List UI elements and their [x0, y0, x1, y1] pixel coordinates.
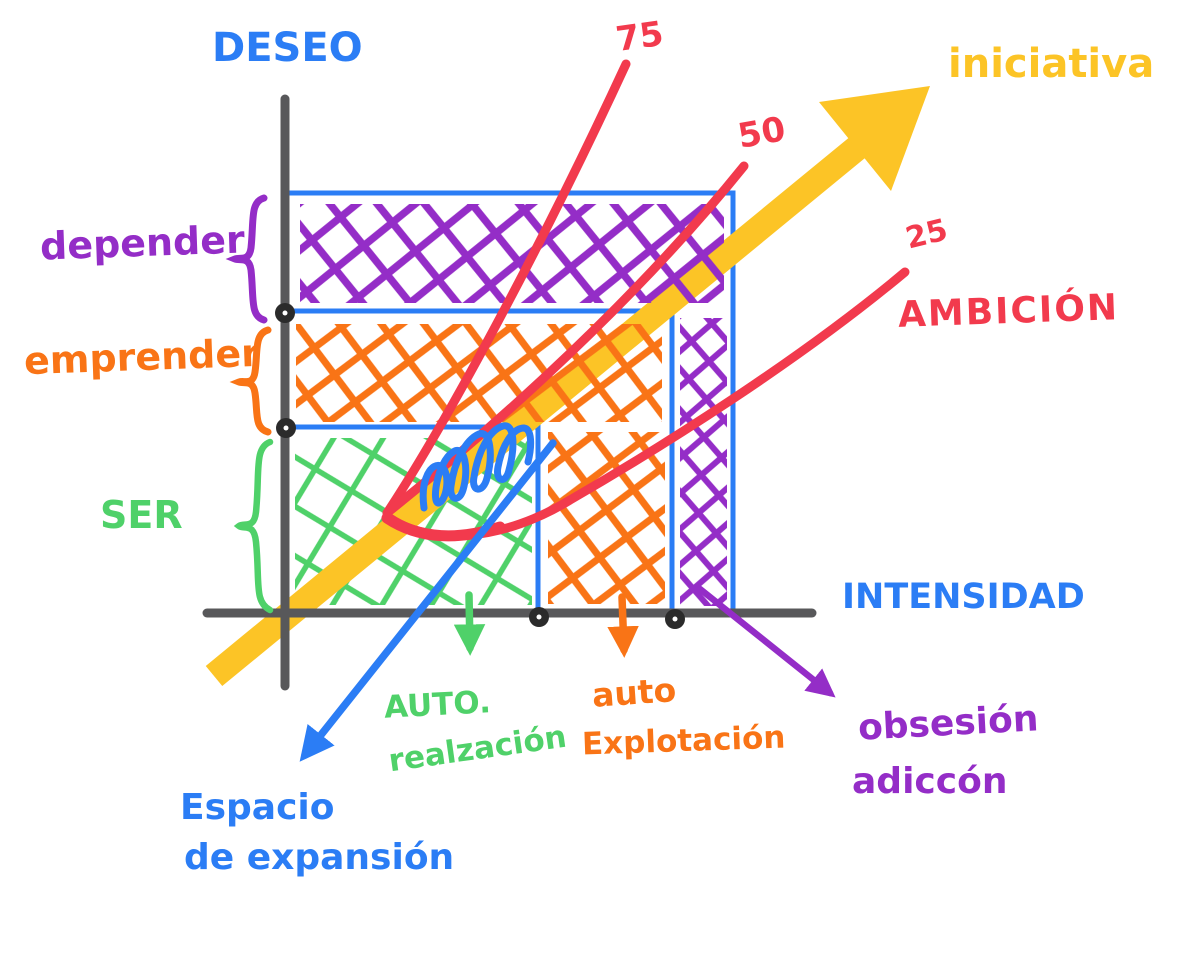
ambition-level-75-label: 75	[613, 13, 666, 61]
initiative-arrow-label: iniciativa	[948, 41, 1155, 87]
obsession-label-line1: obsesión	[857, 698, 1040, 749]
expansion-label-line2: de expansión	[184, 837, 455, 878]
y-dot-lower-center	[283, 425, 289, 431]
inner-rectangle	[282, 424, 541, 619]
zone-braces	[225, 194, 274, 614]
expansion-arrow	[299, 439, 557, 762]
y-axis-label: DESEO	[212, 25, 363, 71]
emprender-zone-hatch	[296, 324, 662, 422]
auto-realization-label-line1: AUTO.	[383, 684, 492, 726]
auto-exploitation-label-line1: auto	[590, 670, 678, 715]
expansion-spring-squiggle	[419, 422, 535, 512]
initiative-arrowhead-icon	[819, 86, 930, 191]
y-dot-upper-center	[282, 310, 288, 316]
ambition-level-50-label: 50	[734, 109, 789, 157]
obsession-arrow	[696, 585, 836, 698]
auto-exploitation-column-hatch	[548, 432, 665, 604]
auto-exploitation-arrow	[607, 593, 639, 658]
zone-label-emprender: emprender	[23, 330, 261, 384]
obsession-label-line2: adiccón	[852, 761, 1008, 802]
x-dot-right-center	[672, 616, 678, 622]
auto-exploitation-label-line2: Explotación	[581, 719, 786, 763]
ambition-curve-75	[382, 59, 631, 518]
zone-label-depender: depender	[39, 217, 246, 269]
boundary-dots	[275, 303, 685, 629]
ser-brace	[233, 438, 274, 614]
auto-realization-arrow	[453, 591, 486, 656]
obsession-column-hatch	[680, 318, 727, 606]
x-dot-left-center	[536, 614, 542, 620]
x-axis-label: INTENSIDAD	[842, 577, 1085, 617]
emprender-brace	[229, 326, 272, 436]
outer-rectangle	[282, 190, 736, 614]
axes	[202, 94, 817, 691]
ambition-curve-family-label: AMBICIÓN	[897, 287, 1120, 336]
zone-label-ser: SER	[100, 493, 183, 537]
expansion-label-line1: Espacio	[180, 787, 335, 828]
depender-brace	[225, 194, 268, 324]
